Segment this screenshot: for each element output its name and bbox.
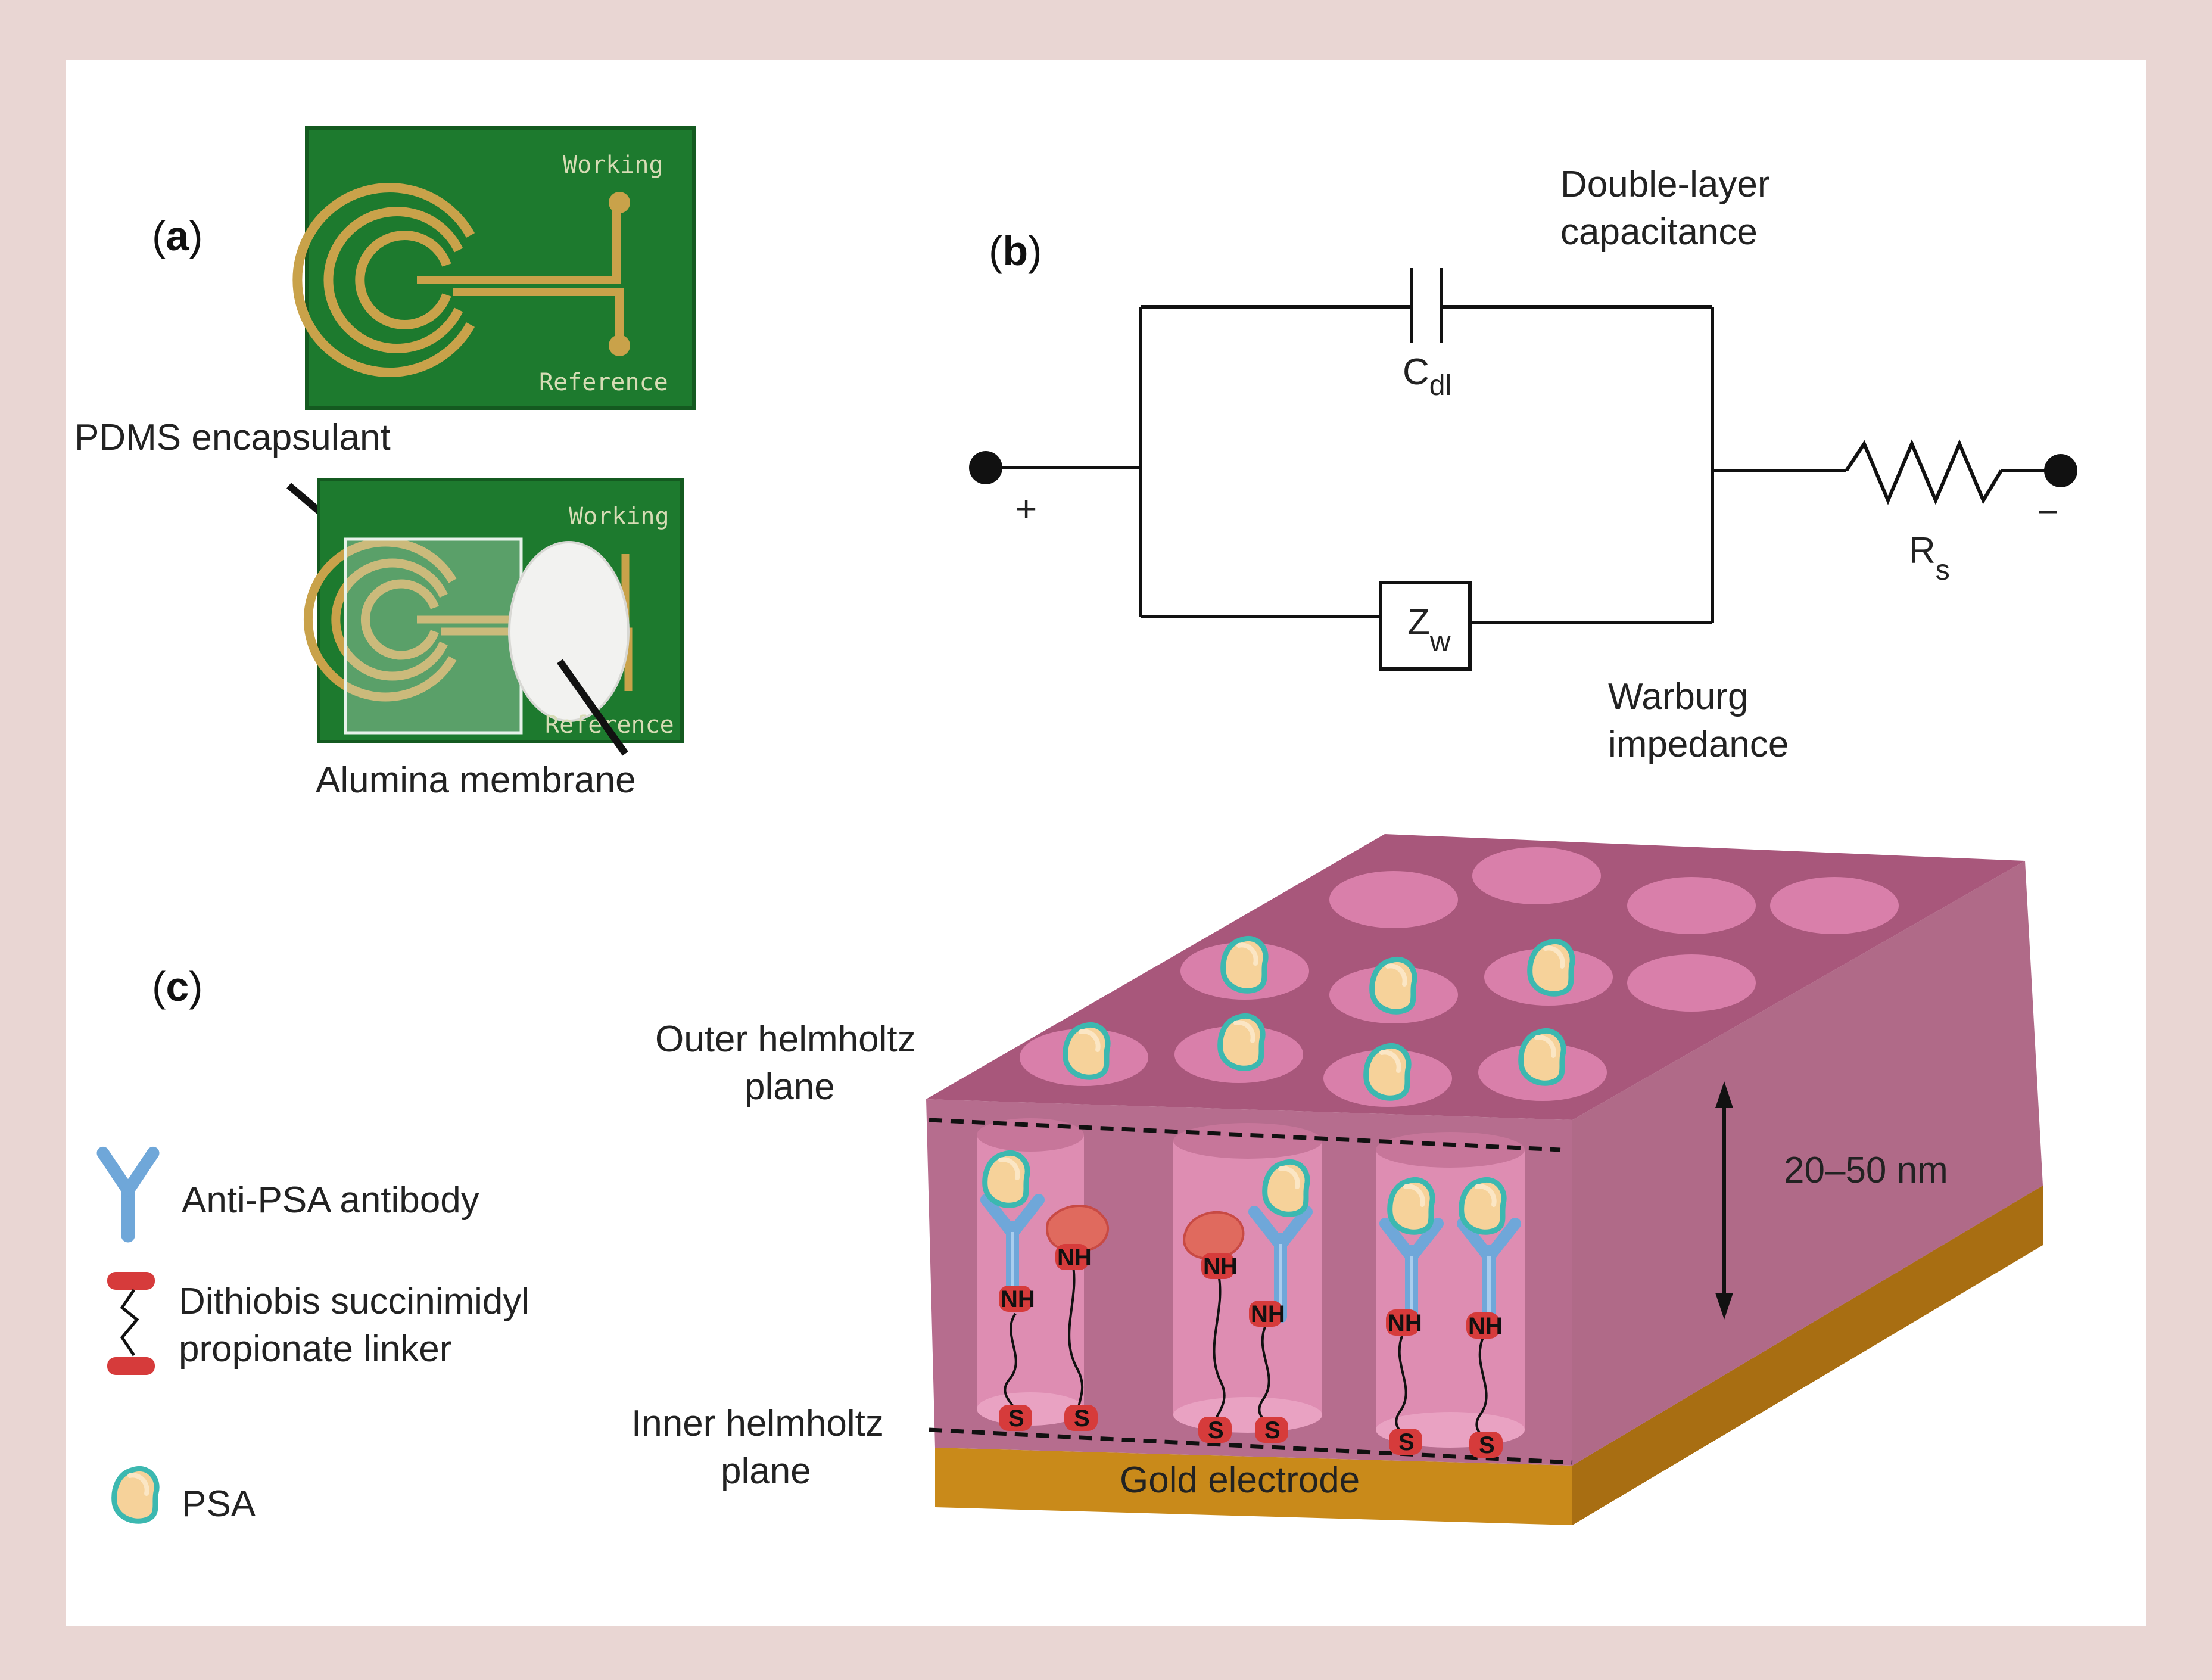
panel-a: (a) Working Reference PDMS encapsulant xyxy=(74,126,696,801)
psa-molecule xyxy=(1366,1046,1409,1098)
pore xyxy=(1770,877,1899,934)
svg-text:S: S xyxy=(1264,1417,1281,1443)
pdms-encapsulant xyxy=(344,537,523,735)
pcb-bottom-working: Working xyxy=(569,503,669,530)
psa-molecule xyxy=(1530,941,1572,994)
psa-molecule xyxy=(1223,938,1266,991)
pcb-top-photo: Working Reference xyxy=(292,126,696,410)
psa-molecule xyxy=(1265,1162,1307,1214)
pcb-top-working: Working xyxy=(563,151,663,179)
psa-molecule xyxy=(1462,1180,1504,1232)
membrane-block: 20–50 nm Gold electrode NH S NH S xyxy=(926,834,2043,1525)
double-layer-line2: capacitance xyxy=(1560,211,1758,253)
inner-helmholtz-line xyxy=(929,1427,1573,1465)
panel-a-label: (a) xyxy=(152,213,203,259)
unbound-protein xyxy=(1046,1205,1110,1253)
legend-linker-line2: propionate linker xyxy=(179,1329,451,1370)
pore xyxy=(1627,877,1756,934)
legend-antibody-label: Anti-PSA antibody xyxy=(182,1180,479,1221)
outer-helmholtz-line1: Outer helmholtz xyxy=(655,1019,916,1060)
svg-text:S: S xyxy=(1398,1429,1415,1455)
channel xyxy=(1376,1132,1525,1448)
membrane-side-right xyxy=(1572,861,2043,1466)
minus-sign: − xyxy=(2037,491,2058,533)
svg-text:NH: NH xyxy=(1468,1313,1503,1339)
svg-text:NH: NH xyxy=(1057,1245,1092,1271)
channel-1-contents: NH S NH S xyxy=(985,1153,1110,1432)
svg-text:NH: NH xyxy=(1388,1310,1422,1336)
unbound-protein xyxy=(1183,1211,1245,1260)
alumina-label: Alumina membrane xyxy=(316,760,636,801)
psa-molecule xyxy=(1066,1025,1108,1077)
legend-antibody-icon xyxy=(96,1146,160,1243)
legend-linker-icon xyxy=(107,1272,155,1375)
resistor xyxy=(1845,439,2003,505)
svg-text:NH: NH xyxy=(1203,1253,1238,1280)
thickness-arrow xyxy=(1715,1081,1733,1320)
legend-psa-icon xyxy=(114,1469,157,1521)
channel-2-contents: NH S NH S xyxy=(1183,1162,1307,1443)
alumina-membrane xyxy=(508,541,630,722)
outer-helmholtz-line2: plane xyxy=(744,1066,835,1107)
warburg-line1: Warburg xyxy=(1608,676,1748,717)
psa-molecule xyxy=(1390,1180,1432,1232)
panel-b-label: (b) xyxy=(989,228,1042,274)
psa-molecule xyxy=(985,1153,1027,1205)
legend-linker-line1: Dithiobis succinimidyl xyxy=(179,1281,529,1322)
circuit xyxy=(969,268,2077,671)
svg-text:NH: NH xyxy=(1251,1301,1285,1327)
svg-text:NH: NH xyxy=(1001,1286,1035,1312)
alumina-pointer xyxy=(557,659,628,756)
negative-terminal xyxy=(2044,454,2077,487)
panel-c-label: (c) xyxy=(152,963,203,1010)
panel-b: (b) Double-layer capacitance Cdl Zw Rs +… xyxy=(969,164,2077,765)
gold-electrode-label: Gold electrode xyxy=(1120,1460,1360,1501)
psa-molecule xyxy=(1521,1031,1563,1083)
pdms-label: PDMS encapsulant xyxy=(74,417,391,458)
svg-text:S: S xyxy=(1479,1432,1495,1458)
zw-label: Zw xyxy=(1407,602,1451,658)
legend-psa-label: PSA xyxy=(182,1483,256,1525)
psa-molecule xyxy=(1220,1016,1263,1068)
pore xyxy=(1627,954,1756,1012)
inner-helmholtz-line1: Inner helmholtz xyxy=(631,1403,884,1444)
double-layer-line1: Double-layer xyxy=(1560,164,1770,205)
cdl-label: Cdl xyxy=(1403,351,1451,402)
svg-text:S: S xyxy=(1208,1417,1224,1443)
channel-3-contents: NH NH S S xyxy=(1385,1180,1515,1458)
psa-molecule xyxy=(1372,959,1415,1012)
inner-helmholtz-line2: plane xyxy=(721,1451,811,1492)
warburg-element xyxy=(1379,581,1472,671)
panel-c: (c) Outer helmholtz plane Inner helmholt… xyxy=(96,834,2043,1525)
legend: Anti-PSA antibody Dithiobis succinimidyl… xyxy=(96,1146,529,1525)
thickness-label: 20–50 nm xyxy=(1784,1150,1948,1191)
outer-helmholtz-line xyxy=(929,1118,1561,1152)
svg-text:S: S xyxy=(1074,1405,1090,1432)
pcb-top-reference: Reference xyxy=(539,369,668,396)
svg-text:S: S xyxy=(1008,1405,1024,1432)
pcb-bottom-photo: Working Reference xyxy=(303,478,684,743)
plus-sign: + xyxy=(1015,489,1037,530)
pore xyxy=(1329,871,1458,928)
warburg-line2: impedance xyxy=(1608,724,1789,765)
pore xyxy=(1472,847,1601,904)
rs-label: Rs xyxy=(1909,530,1950,586)
